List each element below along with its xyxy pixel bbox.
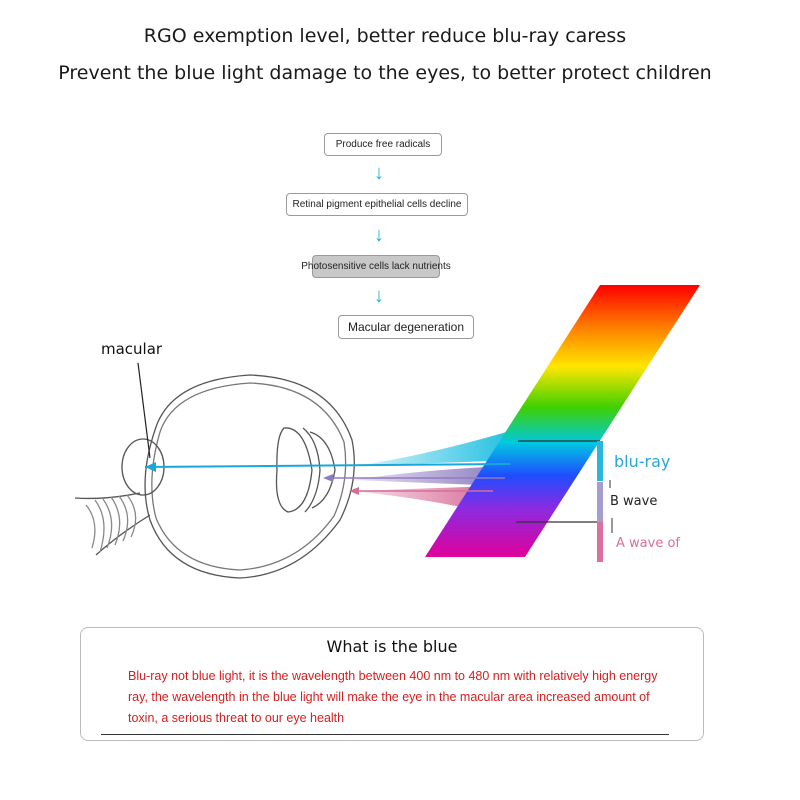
info-body: Blu-ray not blue light, it is the wavele… xyxy=(128,666,668,729)
divider xyxy=(101,734,669,735)
a-wave-label: A wave of xyxy=(616,536,680,551)
eye-illustration xyxy=(75,375,354,578)
info-title: What is the blue xyxy=(81,637,703,656)
blu-ray-label: blu-ray xyxy=(614,452,670,471)
spectrum-prism xyxy=(425,285,700,557)
b-wave-label: B wave xyxy=(610,494,657,509)
info-box: What is the blue Blu-ray not blue light,… xyxy=(80,627,704,741)
macular-label: macular xyxy=(101,340,162,358)
